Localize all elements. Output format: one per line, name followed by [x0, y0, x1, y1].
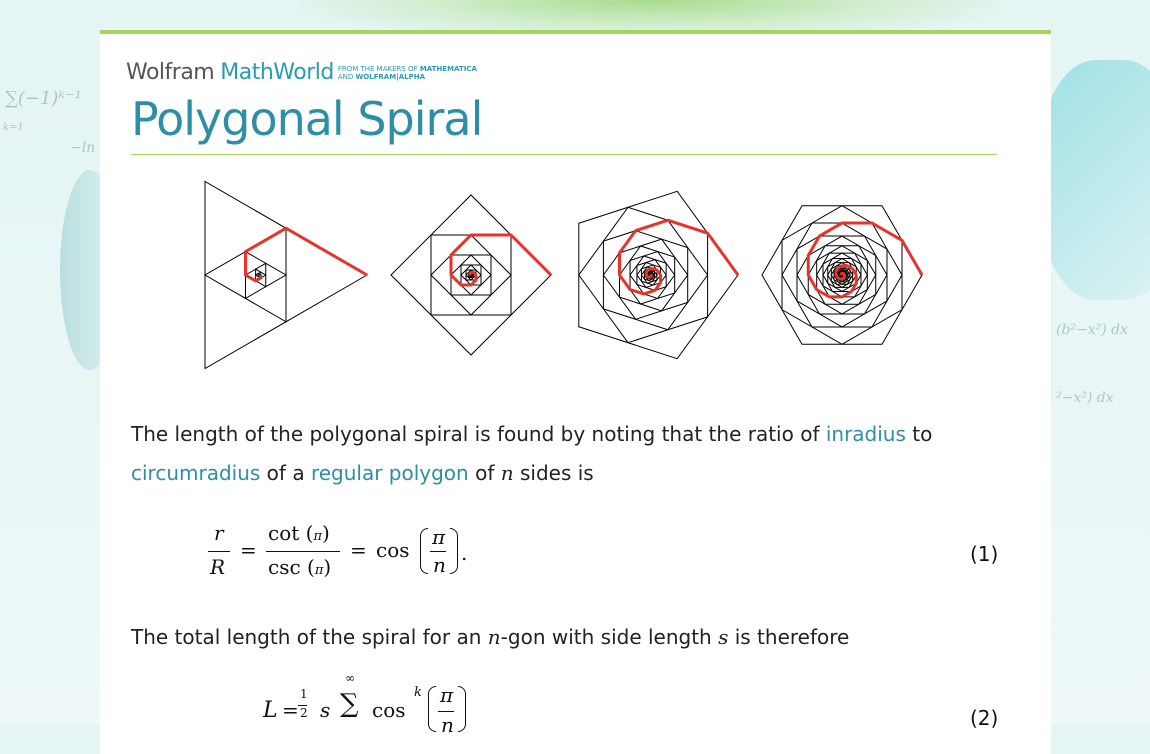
- nested-polygon: [822, 252, 862, 298]
- equation-1-number: (1): [970, 542, 999, 566]
- nested-polygon: [830, 262, 854, 288]
- nested-polygon: [835, 269, 849, 281]
- equation-2-number: (2): [970, 706, 999, 730]
- nested-polygon: [827, 262, 857, 288]
- article-page: Wolfram MathWorld FROM THE MAKERS OF MAT…: [100, 30, 1051, 754]
- spiral-3-gon: [204, 180, 369, 370]
- spiral-path: [806, 221, 924, 299]
- spiral-path: [618, 218, 740, 296]
- background-formula: −ln: [70, 140, 96, 156]
- nested-polygon: [781, 205, 903, 345]
- nested-polygon: [816, 245, 868, 305]
- paren-left: [428, 686, 436, 732]
- nested-polygon: [827, 257, 857, 293]
- nested-polygon: [390, 194, 552, 356]
- spiral-5-gon: [578, 190, 740, 360]
- nested-polygon: [578, 190, 739, 360]
- title-divider: [131, 154, 997, 155]
- nested-polygon: [835, 267, 849, 283]
- nested-polygon: [796, 235, 888, 315]
- nested-polygon: [781, 222, 903, 328]
- background-formula: ²−x²) dx: [1056, 390, 1114, 406]
- nested-polygon: [833, 267, 851, 283]
- paragraph-total-length: The total length of the spiral for an n-…: [131, 625, 850, 649]
- nested-polygon: [830, 265, 854, 285]
- nested-polygon: [460, 264, 482, 286]
- logo-wolfram: Wolfram: [126, 60, 215, 85]
- nested-polygon: [807, 245, 877, 305]
- spiral-path: [244, 226, 368, 283]
- paren-right: [450, 528, 458, 574]
- polygonal-spiral-figure: [204, 180, 924, 370]
- nested-polygon: [460, 264, 482, 286]
- spiral-6-gon: [761, 205, 924, 345]
- paragraph-ratio: The length of the polygonal spiral is fo…: [131, 422, 933, 485]
- link-regular-polygon[interactable]: regular polygon: [310, 461, 469, 485]
- spiral-4-gon: [390, 194, 553, 356]
- nested-polygon: [807, 235, 877, 315]
- background-shape: [1040, 60, 1150, 300]
- mathworld-logo[interactable]: Wolfram MathWorld FROM THE MAKERS OF MAT…: [126, 60, 477, 85]
- nested-polygon: [430, 234, 512, 316]
- nested-polygon: [761, 205, 923, 345]
- nested-polygon: [430, 234, 512, 316]
- paren-right: [458, 686, 466, 732]
- nested-polygon: [796, 222, 888, 328]
- page-title: Polygonal Spiral: [131, 92, 483, 146]
- nested-polygon: [450, 254, 492, 296]
- background-formula: (b²−x²) dx: [1056, 322, 1129, 338]
- nested-polygon: [833, 265, 851, 285]
- nested-polygon: [822, 258, 862, 292]
- background-formula: ∑(−1)ᵏ⁻¹: [5, 88, 82, 109]
- link-circumradius[interactable]: circumradius: [131, 461, 261, 485]
- spiral-path: [449, 233, 553, 287]
- nested-polygon: [450, 254, 492, 296]
- nested-polygon: [816, 252, 868, 298]
- link-inradius[interactable]: inradius: [825, 422, 906, 446]
- paren-left: [420, 528, 428, 574]
- background-formula: k=1: [3, 122, 24, 133]
- logo-mathworld: MathWorld: [220, 60, 334, 85]
